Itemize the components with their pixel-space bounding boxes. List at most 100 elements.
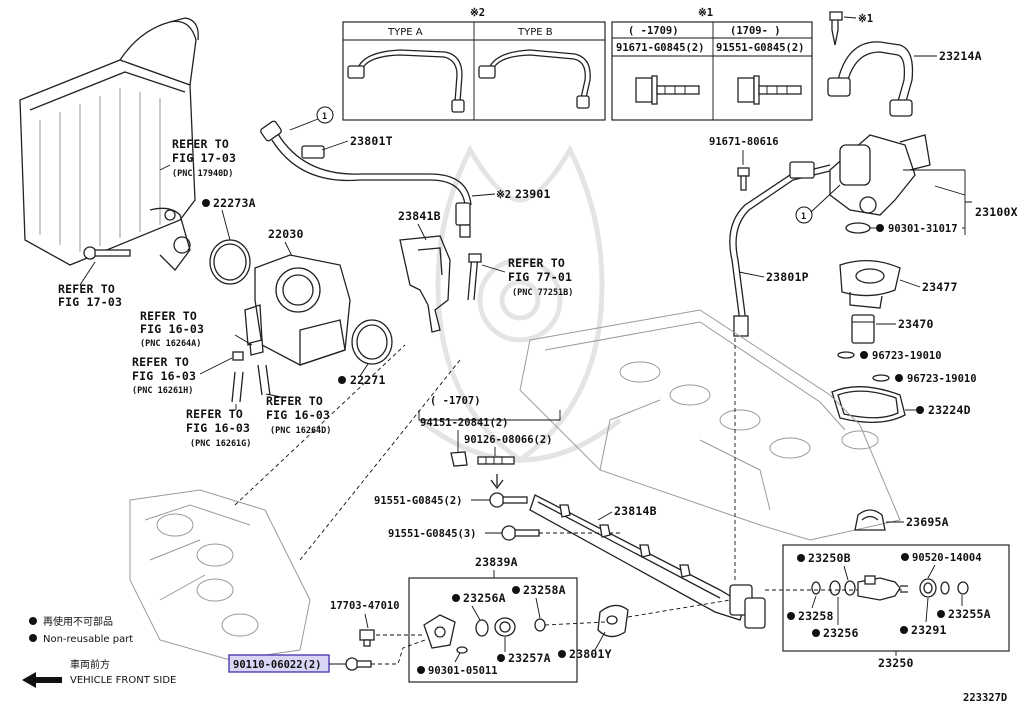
- svg-text:FIG 16-03: FIG 16-03: [132, 369, 196, 383]
- gasket-23801y: 23801Y: [558, 599, 731, 661]
- svg-text:FIG 16-03: FIG 16-03: [266, 408, 330, 422]
- svg-text:REFER TO: REFER TO: [172, 137, 229, 151]
- svg-text:(PNC 16264A): (PNC 16264A): [140, 339, 201, 349]
- leader-manifold-gasket: [299, 359, 461, 561]
- callout-23214a-mark: ※1: [858, 13, 873, 25]
- callout-23291: 23291: [911, 623, 947, 637]
- callout-90110-06022[interactable]: 90110-06022(2): [233, 659, 322, 671]
- callout-23224d: 23224D: [928, 403, 971, 417]
- injector-kit-23250: 23250 23250B 90520-14004 23258 23256 232…: [782, 544, 1010, 670]
- fuel-pump-23100x: 23100X 90301-31017: [829, 134, 1018, 235]
- callout-23901: 23901: [515, 187, 551, 201]
- bolt-refer-17-03: REFER TO FIG 17-03: [58, 246, 131, 309]
- lifter-23470: 23470: [851, 314, 934, 344]
- svg-text:(PNC 16261G): (PNC 16261G): [190, 439, 251, 449]
- connector-23801t: 23801T: [301, 134, 393, 159]
- bracket-23841b: 23841B: [398, 209, 451, 333]
- flange-bolt-1: [635, 75, 700, 105]
- o-ring-96723-19010-b: 96723-19010: [872, 373, 977, 385]
- svg-text:FIG 17-03: FIG 17-03: [58, 295, 122, 309]
- callout-91671-80616: 91671-80616: [709, 136, 779, 148]
- gasket-23224d: 23224D: [831, 386, 971, 423]
- callout-23214a: 23214A: [939, 49, 982, 63]
- callout-23258: 23258: [798, 609, 834, 623]
- svg-text:91551-G0845(3): 91551-G0845(3): [388, 528, 477, 540]
- bolt-91671-80616: 91671-80616: [709, 136, 779, 191]
- cylinder-head-ghost: [519, 309, 901, 541]
- legend-en: Non-reusable part: [43, 634, 133, 645]
- type-a-hose: [347, 49, 465, 113]
- svg-text:91551-G0845(2): 91551-G0845(2): [374, 495, 463, 507]
- leader-manifold-throttle: [234, 344, 406, 506]
- svg-text:REFER TO: REFER TO: [58, 282, 115, 296]
- gasket-22271: 22271: [338, 319, 393, 387]
- date-note-1707: ( -1707): [430, 395, 481, 407]
- svg-text:FIG 77-01: FIG 77-01: [508, 270, 572, 284]
- refer-fig-16-03-pnc-16264a: REFER TO FIG 16-03 (PNC 16264A): [140, 309, 264, 356]
- type-box-mark: ※2: [470, 7, 485, 19]
- hose-23214a: ※1 23214A: [827, 11, 982, 117]
- callout-23695a: 23695A: [906, 515, 949, 529]
- svg-text:96723-19010: 96723-19010: [872, 350, 942, 362]
- refer-fig-16-03-pnc-16261h: REFER TO FIG 16-03 (PNC 16261H): [132, 351, 244, 396]
- svg-text:REFER TO: REFER TO: [186, 407, 243, 421]
- watermark-emblem: [418, 144, 622, 464]
- bolt-col2-part: 91551-G0845(2): [716, 42, 805, 54]
- type-variant-box: ※2 TYPE A TYPE B: [342, 7, 606, 121]
- bolt-group-1707: ( -1707) 94151-20841(2) 90126-08066(2): [418, 395, 561, 490]
- svg-text:FIG 17-03: FIG 17-03: [172, 151, 236, 165]
- bolt-17703-47010: 17703-47010: [330, 600, 424, 647]
- callout-23801t: 23801T: [350, 134, 393, 148]
- svg-text:REFER TO: REFER TO: [508, 256, 565, 270]
- callout-23801p: 23801P: [766, 270, 809, 284]
- front-en: VEHICLE FRONT SIDE: [70, 675, 176, 686]
- legend-jp: 再使用不可部品: [43, 615, 113, 628]
- svg-text:REFER TO: REFER TO: [140, 309, 197, 323]
- intake-manifold-ghost: [129, 489, 311, 661]
- svg-text:(PNC 17940D): (PNC 17940D): [172, 169, 233, 179]
- callout-22273a: 22273A: [213, 196, 256, 210]
- circle-marker-1-right: 1: [795, 184, 841, 224]
- callout-23250b: 23250B: [808, 551, 851, 565]
- bolt-col2-header: (1709- ): [730, 25, 781, 37]
- callout-23257a: 23257A: [508, 651, 551, 665]
- bolt-91551-g0845-2: 91551-G0845(2): [374, 492, 528, 508]
- type-a-label: TYPE A: [387, 27, 423, 38]
- callout-23100x: 23100X: [975, 205, 1018, 219]
- bolt-box-mark: ※1: [698, 7, 713, 19]
- callout-23814b: 23814B: [614, 504, 657, 518]
- bolt-col1-part: 91671-G0845(2): [616, 42, 705, 54]
- callout-23801y: 23801Y: [569, 647, 612, 661]
- callout-90301-31017: 90301-31017: [888, 223, 958, 235]
- callout-90301-05011: 90301-05011: [428, 665, 498, 677]
- plate-23477: 23477: [839, 260, 958, 309]
- callout-23477: 23477: [922, 280, 958, 294]
- front-jp: 車両前方: [70, 658, 110, 671]
- refer-fig-16-03-pnc-16264d: REFER TO FIG 16-03 (PNC 16264D): [257, 364, 331, 436]
- svg-text:FIG 16-03: FIG 16-03: [140, 322, 204, 336]
- type-b-hose: [478, 49, 591, 109]
- bolt-90110-06022: 90110-06022(2): [228, 639, 426, 673]
- callout-23839a: 23839A: [475, 555, 518, 569]
- callout-23841b: 23841B: [398, 209, 441, 223]
- flange-bolt-2: [737, 75, 802, 105]
- intercooler: [19, 17, 199, 271]
- refer-fig-17-03-pnc-17940d: REFER TO FIG 17-03 (PNC 17940D): [159, 137, 236, 179]
- front-arrow-icon: [22, 672, 62, 688]
- callout-90520-14004: 90520-14004: [912, 552, 982, 564]
- svg-text:96723-19010: 96723-19010: [907, 373, 977, 385]
- svg-text:REFER TO: REFER TO: [132, 355, 189, 369]
- callout-90126-08066: 90126-08066(2): [464, 434, 553, 446]
- refer-fig-16-03-pnc-16261g: REFER TO FIG 16-03 (PNC 16261G): [186, 371, 251, 449]
- callout-23470: 23470: [898, 317, 934, 331]
- clip-23695a: 23695A: [854, 509, 949, 531]
- gasket-22273a: 22273A: [202, 196, 256, 285]
- circle-marker-1-left: 1: [289, 106, 334, 131]
- callout-22030: 22030: [268, 227, 304, 241]
- svg-text:(PNC 16261H): (PNC 16261H): [132, 386, 193, 396]
- callout-23256a: 23256A: [463, 591, 506, 605]
- highlight-90110-06022[interactable]: [228, 654, 330, 673]
- svg-text:REFER TO: REFER TO: [266, 394, 323, 408]
- callout-23901-mark: ※2: [496, 189, 511, 201]
